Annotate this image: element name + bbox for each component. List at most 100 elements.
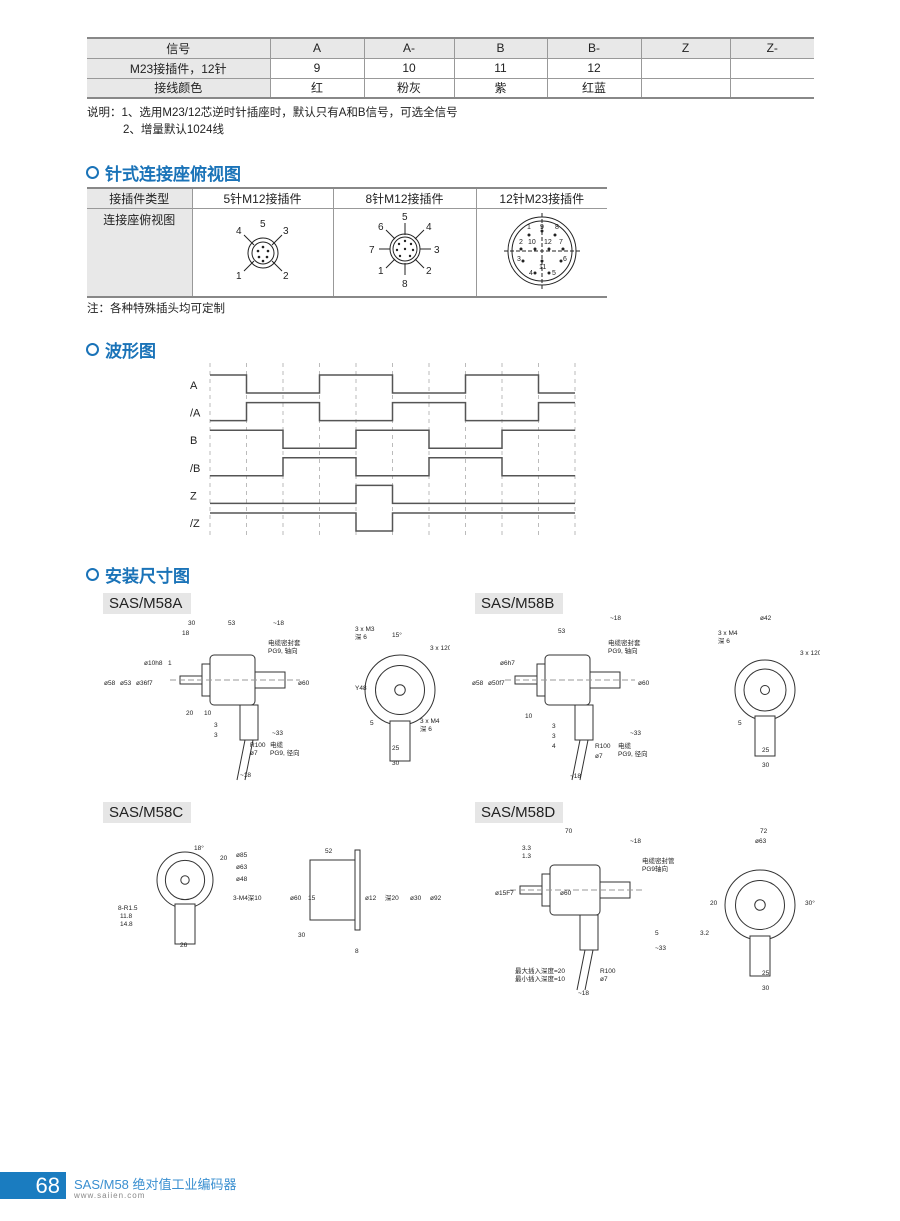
table-cell: 接线颜色 [87,77,271,99]
dimension-label: 最大插入深度=20 [515,966,565,975]
table-cell: 连接座俯视图 [87,207,193,297]
signal-trace [210,512,575,532]
model-label-b: SAS/M58B [475,593,563,614]
dimension-label: ø7 [250,750,258,757]
table-cell [729,77,814,99]
dimension-label: 11.8 [120,913,133,920]
encoder-front-inner [164,859,206,901]
radial-gland [574,704,594,741]
dimension-label: ø50f7 [488,680,505,687]
dimension-label: 5 [738,720,742,727]
dimension-label: 18° [194,844,204,852]
dimension-label: ø6h7 [500,660,515,667]
dimension-label: ø60 [290,895,302,902]
dimension-label: PG9, 轴向 [608,646,638,655]
table-cell: 9 [269,57,365,79]
gland-front [749,935,771,977]
dimension-label: 电缆密封套 [268,638,301,647]
dimension-label: 25 [762,747,770,754]
dimension-label: 10 [204,710,212,717]
dimension-label: 30° [805,899,815,907]
dimension-label: ø85 [236,852,248,859]
signal-label: A [190,380,198,392]
table-cell: 信号 [87,37,271,59]
table-cell: 12针M23接插件 [475,187,607,209]
encoder-body [309,859,356,921]
dimension-label: 30 [762,762,770,769]
cable [236,739,254,781]
dimension-label: 3 [214,722,218,729]
table-cell: A- [363,37,455,59]
pin-label: 4 [426,222,432,233]
dimension-label: 8 [355,948,359,955]
dimension-label: 70 [565,828,573,835]
dimension-label: 15° [392,631,402,639]
circle-bullet-icon [86,343,99,356]
pin-label: 3 [434,245,440,256]
dimension-label: 52 [325,848,333,855]
table-cell: Z- [729,37,814,59]
dimension-label: 5 [370,720,374,727]
circle-bullet-icon [86,568,99,581]
table-cell: 11 [453,57,548,79]
pin-label: 10 [528,239,536,246]
dimension-label: 30 [392,760,400,767]
dimension-label: 3.2 [700,930,709,937]
dimension-label: ø48 [236,876,248,883]
pin-label: 2 [519,239,523,246]
pin-label: 6 [563,256,567,263]
dimension-label: 25 [392,745,400,752]
dimension-label: ~33 [655,945,666,952]
section-title-text: 波形图 [105,342,156,361]
dimension-label: PG9, 轴向 [268,646,298,655]
signal-label: /A [190,408,201,420]
dimension-label: ~18 [570,773,581,780]
dimension-label: ø63 [755,838,767,845]
model-label-c: SAS/M58C [103,802,191,823]
dimension-label: 15 [308,895,316,902]
section-title-dimensions: 安装尺寸图 [86,562,190,587]
dimension-label: 3.3 [522,845,531,852]
dimension-label: ø58 [104,680,116,687]
dimension-label: PG9, 径向 [618,749,648,758]
dimension-label: 3 x M4 [718,630,738,637]
pin-label: 3 [517,256,521,263]
pin-label: 5 [260,219,266,230]
dimension-label: 3-M4深10 [233,893,262,902]
encoder-front-inner [375,665,425,715]
dimension-label: 最小插入深度=10 [515,974,565,983]
dimension-label: ~18 [578,990,589,997]
connector-note: 注：各种特殊插头均可定制 [87,303,225,315]
dimension-label: 5 [655,930,659,937]
dimension-label: 深 6 [420,724,432,733]
dimension-label: 10 [525,713,533,720]
dimension-label: 1.3 [522,853,531,860]
pin-label: 1 [527,224,531,231]
shaft-front [754,899,766,911]
pin-label: 5 [402,212,408,223]
table-cell: 红蓝 [546,77,642,99]
dimension-label: ø60 [638,680,650,687]
dimension-label: 14.8 [120,921,133,928]
table-cell: 紫 [453,77,548,99]
dimension-label: ø30 [410,895,422,902]
table-row: M23接插件，12针 9 10 11 12 [87,57,814,79]
table-cell: 接插件类型 [87,187,193,209]
circle-bullet-icon [86,166,99,179]
pin-label: 4 [236,226,242,237]
dimension-label: ø92 [430,895,442,902]
pin-label: 2 [426,266,432,277]
dimension-label: 18 [182,630,190,637]
section-title-text: 针式连接座俯视图 [105,165,241,184]
table-cell: 12 [546,57,642,79]
dimension-label: 20 [220,855,228,862]
pin-label: 5 [552,270,556,277]
dimension-label: ø36f7 [136,680,153,687]
